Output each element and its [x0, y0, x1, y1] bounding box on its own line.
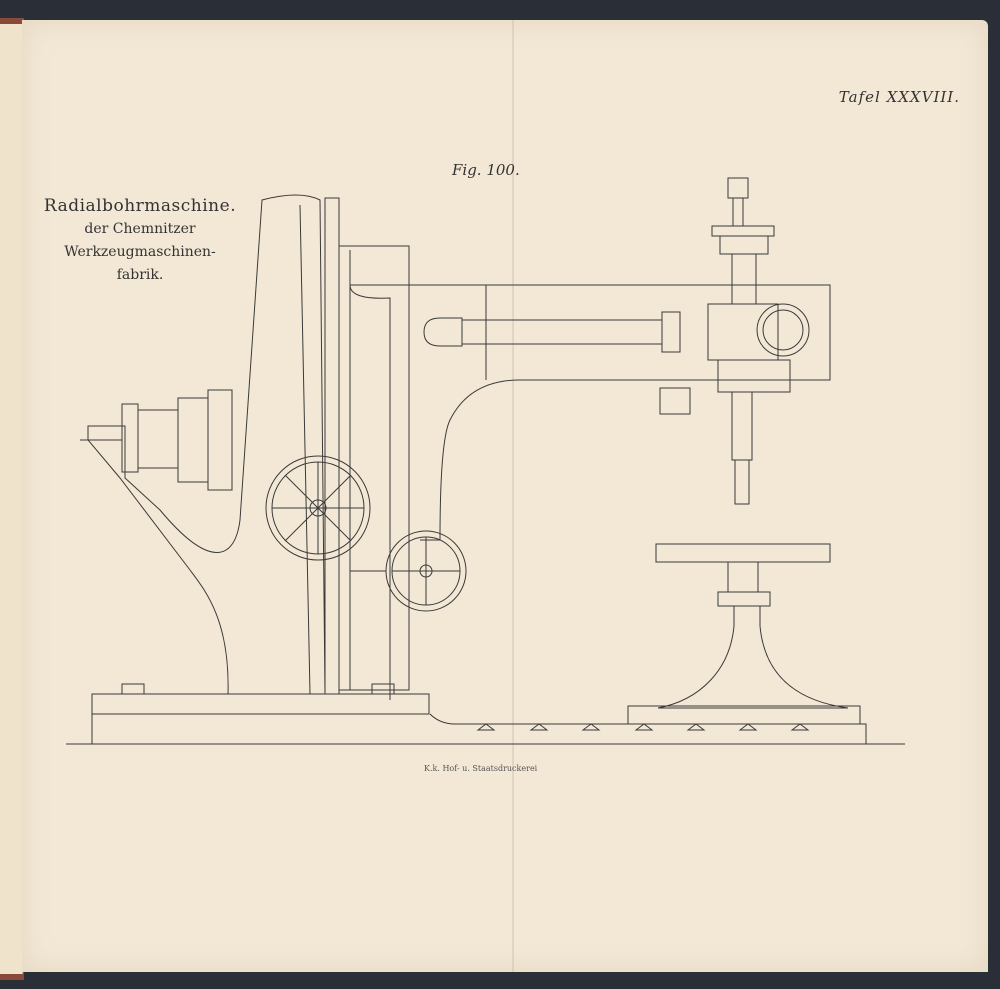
drawing-title: Radialbohrmaschine. der Chemnitzer Werkz…	[30, 196, 250, 285]
title-line-1: der Chemnitzer	[84, 221, 196, 237]
cone-pulley	[80, 389, 233, 491]
plate-page	[22, 20, 988, 972]
hand-wheel	[350, 530, 467, 612]
radial-arm	[349, 284, 831, 700]
drill-head	[659, 177, 810, 505]
plate-number: Tafel XXXVIII.	[838, 88, 960, 106]
column	[87, 194, 410, 695]
machine-base	[91, 683, 867, 745]
printer-imprint: K.k. Hof- u. Staatsdruckerei	[424, 764, 538, 773]
title-main: Radialbohrmaschine.	[43, 196, 237, 216]
floor-feet	[476, 723, 810, 731]
page-fold	[512, 20, 514, 972]
title-line-2: Werkzeugmaschinen-	[64, 244, 216, 260]
work-table	[655, 543, 849, 709]
title-line-3: fabrik.	[116, 267, 164, 283]
figure-number: Fig. 100.	[452, 161, 520, 179]
large-gear	[265, 455, 371, 561]
